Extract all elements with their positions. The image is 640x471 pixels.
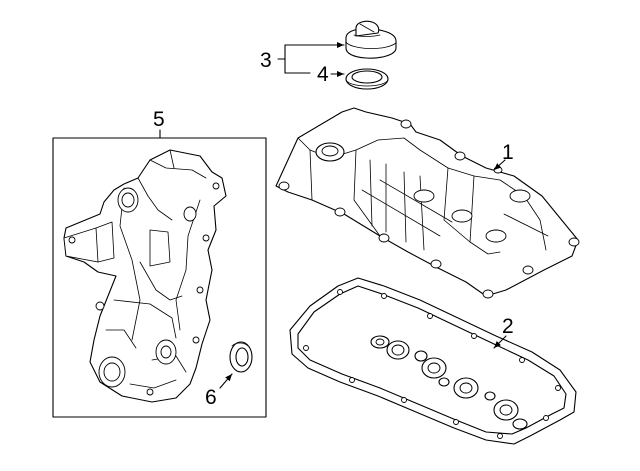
callout-2-leader [493, 335, 507, 349]
filler-cap-seal [345, 68, 389, 90]
callout-6: 6 [205, 386, 217, 409]
callout-6-leader [219, 373, 233, 389]
callout-5: 5 [153, 108, 165, 131]
spark-plug-tube-seals [370, 335, 528, 430]
callout-1: 1 [502, 141, 514, 164]
valve-cover [275, 107, 580, 299]
callout-3-bracket [277, 42, 345, 74]
front-crankshaft-seal [229, 341, 253, 373]
oil-filler-cap [345, 20, 397, 59]
timing-chain-cover [63, 149, 227, 403]
callout-1-leader [493, 159, 506, 171]
callout-2: 2 [502, 315, 514, 338]
callout-4: 4 [317, 63, 329, 86]
callout-3: 3 [260, 49, 272, 72]
